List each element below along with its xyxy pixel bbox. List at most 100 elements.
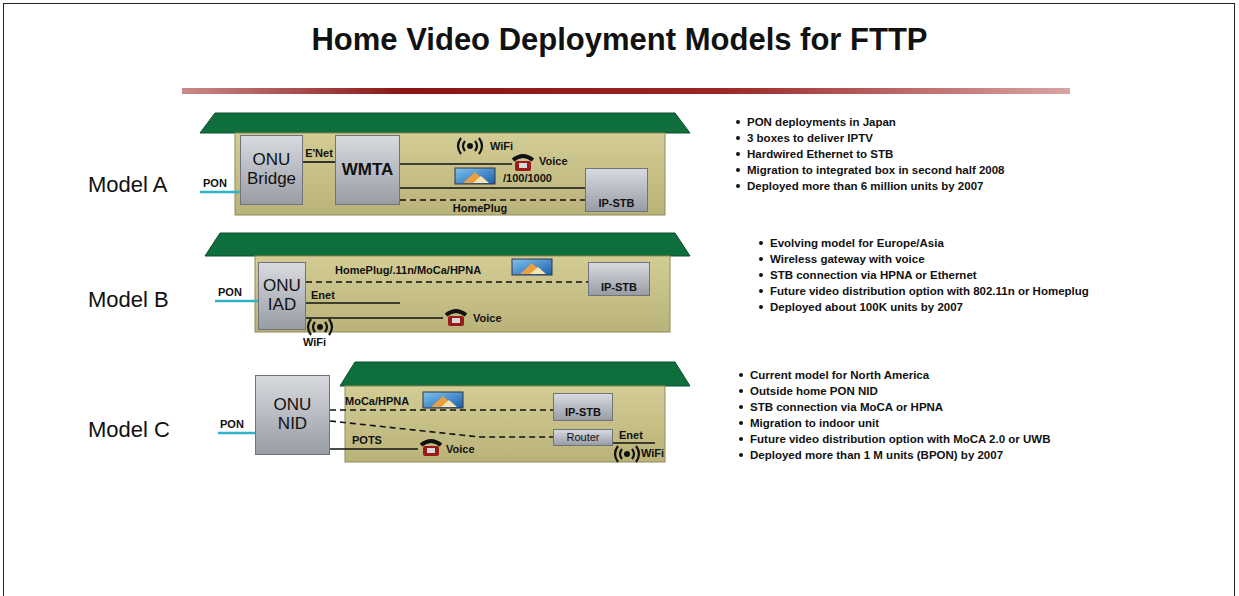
- port-label: PON: [220, 418, 244, 431]
- box-label: IP-STB: [598, 197, 634, 209]
- phone-icon: [421, 441, 441, 456]
- port-label: PON: [218, 286, 242, 299]
- box-label: ONU IAD: [261, 277, 303, 314]
- model-name: Model A: [88, 172, 168, 197]
- house-wall: [345, 386, 665, 462]
- bullet-dot: [739, 373, 743, 377]
- video-icon: [423, 392, 463, 408]
- bullet-dot: [736, 168, 740, 172]
- port-label: WiFi: [641, 447, 664, 460]
- device-box: WMTA: [335, 135, 400, 205]
- bullet-dot: [759, 241, 763, 245]
- pon-fiber: [200, 191, 240, 194]
- voice-wire: [306, 317, 443, 319]
- ethernet-wire: [613, 442, 655, 444]
- box-label: Router: [566, 431, 599, 443]
- port-label: Voice: [446, 443, 475, 456]
- bullet-note: Current model for North America: [750, 368, 1068, 383]
- bullet-dot: [736, 184, 740, 188]
- bullet-note: 3 boxes to deliver IPTV: [747, 131, 1167, 146]
- port-label: Voice: [539, 155, 568, 168]
- link-label: HomePlug: [453, 202, 507, 215]
- port-label: WiFi: [303, 336, 326, 349]
- port-label: POTS: [352, 434, 382, 447]
- connector: [400, 187, 585, 189]
- box-label: IP-STB: [601, 281, 637, 293]
- video-icon: [455, 168, 495, 184]
- bullet-dot: [736, 120, 740, 124]
- model-name: Model C: [88, 417, 170, 442]
- box-label: ONU Bridge: [243, 151, 300, 188]
- voice-wire: [400, 163, 512, 165]
- device-box: ONU IAD: [258, 262, 306, 330]
- connector: [306, 281, 588, 283]
- wifi-icon: [615, 446, 639, 462]
- phone-icon: [446, 311, 466, 326]
- pon-fiber: [215, 300, 258, 303]
- device-box: ONU NID: [255, 375, 330, 455]
- pon-fiber: [218, 432, 255, 435]
- video-icon: [512, 259, 552, 275]
- bullet-note: Evolving model for Europe/Asia: [770, 236, 1110, 251]
- model-name: Model B: [88, 287, 169, 312]
- wifi-icon: [308, 319, 332, 335]
- bullet-note: Deployed more than 1 M units (BPON) by 2…: [750, 448, 1068, 463]
- connector: [330, 409, 553, 411]
- bullet-dot: [759, 289, 763, 293]
- bullet-dot: [739, 389, 743, 393]
- bullet-dot: [759, 257, 763, 261]
- pots-wire: [330, 448, 418, 450]
- port-label: PON: [203, 177, 227, 190]
- bullet-dot: [739, 437, 743, 441]
- house-wall: [255, 256, 670, 332]
- bullet-dot: [739, 405, 743, 409]
- device-box: IP-STB: [553, 393, 613, 421]
- bullet-note: Outside home PON NID: [750, 384, 1068, 399]
- roof: [340, 362, 690, 386]
- bullet-note: Wireless gateway with voice: [770, 252, 1110, 267]
- wifi-icon: [458, 138, 482, 154]
- box-label: ONU NID: [258, 396, 327, 433]
- roof: [200, 113, 690, 133]
- title: Home Video Deployment Models for FTTP: [0, 22, 1239, 58]
- bullet-dot: [759, 305, 763, 309]
- link-label: E'Net: [305, 147, 333, 160]
- roof: [205, 233, 690, 256]
- bullet-dot: [736, 152, 740, 156]
- link-label: /100/1000: [503, 172, 552, 185]
- box-label: WMTA: [342, 161, 394, 180]
- bullet-note: STB connection via MoCA or HPNA: [750, 400, 1068, 415]
- device-box: Router: [553, 429, 613, 446]
- bullet-dot: [759, 273, 763, 277]
- connector: [400, 199, 585, 201]
- frame: [4, 4, 1235, 596]
- link-label: HomePlug/.11n/MoCa/HPNA: [335, 264, 481, 277]
- bullet-dot: [739, 421, 743, 425]
- port-label: WiFi: [490, 140, 513, 153]
- title-bar: [182, 88, 1070, 94]
- bullet-dot: [739, 453, 743, 457]
- ethernet-wire: [306, 302, 400, 304]
- port-label: Voice: [473, 312, 502, 325]
- phone-icon: [513, 156, 533, 171]
- box-label: IP-STB: [565, 406, 601, 418]
- bullet-note: Future video distribution option with 80…: [770, 284, 1110, 299]
- bullet-note: Migration to indoor unit: [750, 416, 1068, 431]
- house-wall: [235, 133, 665, 215]
- bullet-note: Future video distribution option with Mo…: [750, 432, 1068, 447]
- link-label: MoCa/HPNA: [345, 395, 409, 408]
- bullet-note: STB connection via HPNA or Ethernet: [770, 268, 1110, 283]
- bullet-note: Deployed about 100K units by 2007: [770, 300, 1110, 315]
- device-box: ONU Bridge: [240, 135, 303, 205]
- device-box: IP-STB: [585, 168, 648, 212]
- bullet-note: PON deployments in Japan: [747, 115, 1167, 130]
- connector: [303, 161, 335, 163]
- bullet-note: Deployed more than 6 million units by 20…: [747, 179, 1167, 194]
- bullet-note: Hardwired Ethernet to STB: [747, 147, 1167, 162]
- port-label: Enet: [311, 289, 335, 302]
- device-box: IP-STB: [588, 262, 650, 296]
- bullet-note: Migration to integrated box in second ha…: [747, 163, 1167, 178]
- port-label: Enet: [619, 429, 643, 442]
